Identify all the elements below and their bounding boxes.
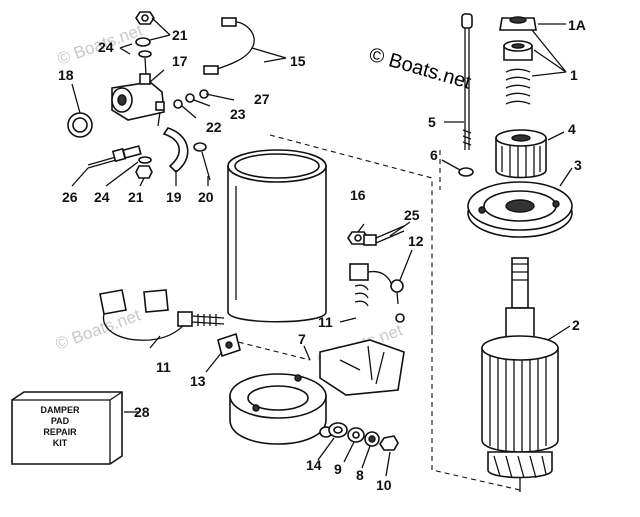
terminal-12	[390, 279, 404, 293]
washer-22	[173, 99, 183, 109]
callout-8: 8	[356, 467, 364, 483]
washer-24-bottom	[138, 156, 152, 164]
leader-lines	[71, 17, 573, 477]
callout-20: 20	[198, 189, 214, 205]
damper-pad-kit-box: DAMPER PAD REPAIR KIT	[11, 391, 123, 465]
callout-9: 9	[334, 461, 342, 477]
brush-parts	[319, 225, 405, 396]
spring	[505, 68, 531, 105]
cable-15	[213, 20, 255, 71]
callout-21b: 21	[128, 189, 144, 205]
callout-18: 18	[58, 67, 74, 83]
callout-12: 12	[408, 233, 424, 249]
faint-watermark: © Boats.net	[53, 305, 143, 353]
drive-assembly	[495, 16, 547, 179]
callout-14: 14	[306, 457, 322, 473]
callout-17: 17	[172, 53, 188, 69]
assembly-line	[431, 330, 521, 491]
callout-4: 4	[568, 121, 576, 137]
callout-25: 25	[404, 207, 420, 223]
callout-24b: 24	[94, 189, 110, 205]
callout-13: 13	[190, 373, 206, 389]
callout-26: 26	[62, 189, 78, 205]
washer-6	[458, 167, 474, 177]
callout-6: 6	[430, 147, 438, 163]
brush-11	[349, 263, 369, 281]
end-cap-3	[467, 181, 573, 238]
callout-22: 22	[206, 119, 222, 135]
callout-28: 28	[134, 404, 150, 420]
brush-right	[143, 289, 169, 313]
bracket-19	[162, 127, 189, 174]
callout-11a: 11	[318, 314, 333, 330]
nut-10	[379, 435, 399, 451]
lower-end-cap	[229, 373, 333, 445]
callout-10: 10	[376, 477, 392, 493]
main-watermark: © Boats.net	[367, 44, 474, 94]
screw-25	[363, 234, 377, 246]
callout-2: 2	[572, 317, 580, 333]
callout-5: 5	[428, 114, 436, 130]
callout-1: 1	[570, 67, 578, 83]
brush-lead-assembly	[99, 289, 241, 358]
nut-21-bottom	[135, 165, 153, 179]
kit-text: KIT	[53, 438, 68, 448]
screw-20	[193, 142, 207, 152]
solenoid-assembly	[67, 11, 255, 181]
callout-3: 3	[574, 157, 582, 173]
callout-7: 7	[298, 331, 306, 347]
callout-24a: 24	[98, 39, 114, 55]
armature-2	[481, 257, 559, 492]
callout-labels: 1A 1 2 3 4 5 6 7 8 9 10 11 11 12 13 14 1…	[58, 17, 586, 493]
callout-1A: 1A	[568, 17, 586, 33]
thru-bolt-5	[461, 13, 473, 150]
callout-27: 27	[254, 91, 270, 107]
assembly-line	[269, 134, 433, 330]
assembly-line	[229, 339, 311, 361]
callout-19: 19	[166, 189, 182, 205]
callout-11b: 11	[156, 359, 171, 375]
kit-text: DAMPER	[40, 405, 80, 415]
callout-15: 15	[290, 53, 306, 69]
brush-left	[99, 289, 127, 315]
washer-24-top	[135, 37, 151, 47]
frame-housing	[227, 149, 327, 323]
callout-23: 23	[230, 106, 246, 122]
kit-text: REPAIR	[43, 427, 77, 437]
callout-16: 16	[350, 187, 366, 203]
kit-text: PAD	[51, 416, 70, 426]
nut-23	[185, 93, 195, 103]
callout-21a: 21	[172, 27, 188, 43]
brush-holder-7	[319, 339, 405, 396]
